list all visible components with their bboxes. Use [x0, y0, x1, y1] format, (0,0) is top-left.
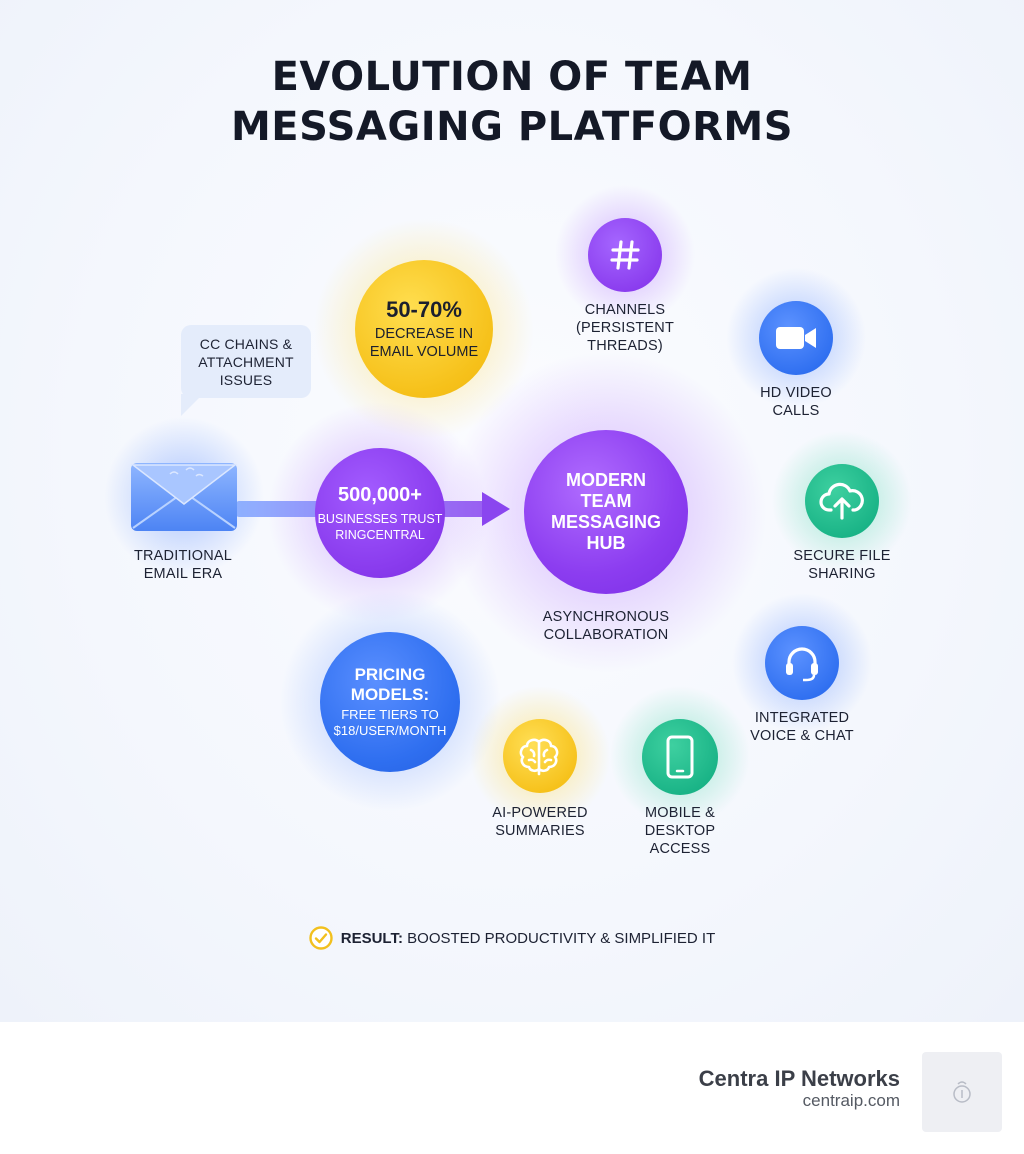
video-line-1: HD VIDEO — [760, 385, 832, 401]
hub-line-2: TEAM — [580, 491, 632, 511]
video-icon-circle — [759, 301, 833, 375]
ai-line-2: SUMMARIES — [495, 823, 585, 839]
video-line-2: CALLS — [772, 403, 820, 419]
hub-caption: ASYNCHRONOUS COLLABORATION — [526, 608, 686, 644]
email-decrease-value: 50-70% — [386, 297, 462, 322]
video-camera-icon — [776, 327, 816, 349]
video-label: HD VIDEO CALLS — [736, 384, 856, 420]
businesses-line-1: BUSINESSES TRUST — [317, 512, 443, 526]
ai-label: AI-POWERED SUMMARIES — [475, 804, 605, 840]
voice-line-1: INTEGRATED — [754, 710, 850, 726]
logo-icon — [922, 1052, 1002, 1132]
hub-line-1: MODERN — [566, 470, 646, 490]
cc-bubble-line-2: ATTACHMENT — [198, 354, 294, 370]
messaging-hub: MODERN TEAM MESSAGING HUB — [524, 430, 688, 594]
hashtag-icon — [610, 240, 640, 270]
mobile-label: MOBILE & DESKTOP ACCESS — [620, 804, 740, 858]
mobile-line-1: MOBILE & — [644, 805, 716, 821]
envelope-icon — [130, 463, 238, 531]
pricing-line-2: MODELS: — [350, 685, 430, 704]
smartphone-icon — [666, 735, 694, 779]
files-icon-circle — [805, 464, 879, 538]
voice-icon-circle — [765, 626, 839, 700]
email-label-line-1: TRADITIONAL — [133, 548, 233, 564]
email-era-label: TRADITIONAL EMAIL ERA — [113, 547, 253, 583]
businesses-stat: 500,000+ BUSINESSES TRUST RINGCENTRAL — [315, 448, 445, 578]
channels-icon-circle — [588, 218, 662, 292]
channels-line-3: THREADS) — [587, 338, 663, 354]
email-label-line-2: EMAIL ERA — [143, 566, 223, 582]
voice-label: INTEGRATED VOICE & CHAT — [737, 709, 867, 745]
footer-brand: Centra IP Networks — [698, 1066, 900, 1091]
channels-line-2: (PERSISTENT — [575, 320, 675, 336]
bubble-tail — [181, 394, 203, 416]
title-line-2: MESSAGING PLATFORMS — [230, 104, 794, 150]
flow-arrow-head — [482, 492, 510, 526]
cc-bubble-line-1: CC CHAINS & — [199, 336, 293, 352]
email-decrease-line-2: EMAIL VOLUME — [369, 344, 479, 360]
result-text: BOOSTED PRODUCTIVITY & SIMPLIFIED IT — [407, 929, 716, 947]
hub-caption-line-2: COLLABORATION — [543, 627, 669, 643]
hub-caption-line-1: ASYNCHRONOUS — [542, 609, 670, 625]
cloud-upload-icon — [819, 482, 864, 520]
files-label: SECURE FILE SHARING — [777, 547, 907, 583]
cc-chains-bubble: CC CHAINS & ATTACHMENT ISSUES — [181, 325, 311, 398]
pricing-line-1: PRICING — [354, 665, 426, 684]
brain-icon — [519, 738, 559, 776]
hub-line-3: MESSAGING — [550, 512, 661, 532]
title-line-1: EVOLUTION OF TEAM — [271, 54, 753, 100]
files-line-2: SHARING — [808, 566, 876, 582]
channels-label: CHANNELS (PERSISTENT THREADS) — [560, 301, 690, 355]
check-circle-icon — [309, 926, 333, 950]
pricing-line-3: FREE TIERS TO — [341, 707, 439, 722]
mobile-line-2: DESKTOP — [644, 823, 716, 839]
ai-line-1: AI-POWERED — [492, 805, 588, 821]
hub-line-4: HUB — [586, 533, 626, 553]
voice-line-2: VOICE & CHAT — [750, 728, 854, 744]
infographic-canvas: EVOLUTION OF TEAM MESSAGING PLATFORMS CC… — [0, 0, 1024, 1022]
footer-url[interactable]: centraip.com — [802, 1091, 900, 1110]
pricing-line-4: $18/USER/MONTH — [333, 723, 447, 738]
ai-icon-circle — [503, 719, 577, 793]
headset-icon — [786, 647, 818, 682]
email-decrease-stat: 50-70% DECREASE IN EMAIL VOLUME — [355, 260, 493, 398]
channels-line-1: CHANNELS — [584, 302, 666, 318]
businesses-value: 500,000+ — [338, 484, 422, 506]
email-decrease-line-1: DECREASE IN — [374, 326, 474, 342]
cc-bubble-line-3: ISSUES — [219, 372, 273, 388]
pricing-models: PRICING MODELS: FREE TIERS TO $18/USER/M… — [320, 632, 460, 772]
mobile-icon-circle — [642, 719, 718, 795]
mobile-line-3: ACCESS — [649, 841, 711, 857]
result-row: RESULT: BOOSTED PRODUCTIVITY & SIMPLIFIE… — [0, 926, 1024, 950]
businesses-line-2: RINGCENTRAL — [335, 528, 425, 542]
page-title: EVOLUTION OF TEAM MESSAGING PLATFORMS — [0, 52, 1024, 152]
result-label: RESULT: — [340, 929, 403, 947]
files-line-1: SECURE FILE — [793, 548, 891, 564]
